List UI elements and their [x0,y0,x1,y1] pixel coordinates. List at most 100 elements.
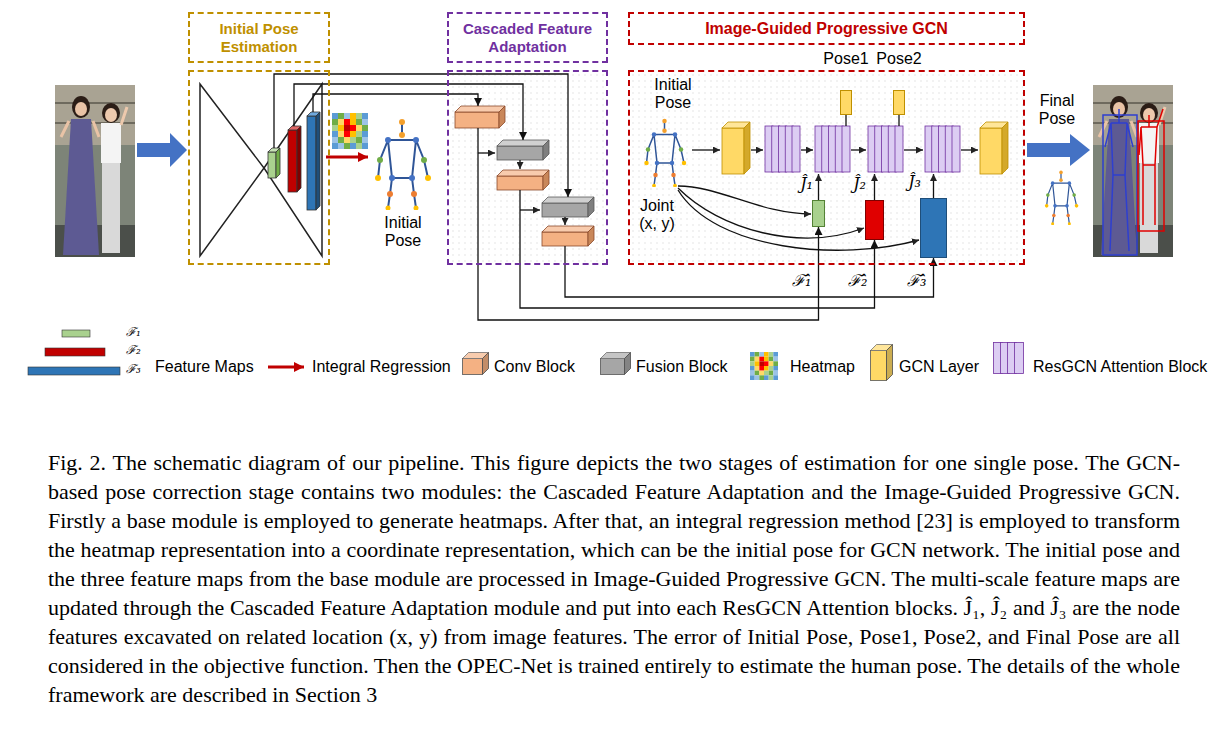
conv-block [499,106,505,128]
legend-swatch-part [1015,343,1024,374]
resgcn-attention-block [765,126,960,172]
resgcn-attention-block [895,126,903,172]
legend-text: Heatmap [790,357,855,377]
gcn-wire [692,149,720,150]
gcn-layer [744,122,750,174]
adaptation-wire [564,217,565,225]
output-photo [1093,85,1173,257]
feature-map [316,112,320,210]
region-texture [449,72,1023,263]
heatmap [332,113,368,149]
integral-regression-arrow [326,157,368,158]
legend-swatch-part [625,353,631,375]
joint-caption: Joint (x, y) [632,197,682,233]
legend-text: Conv Block [494,357,575,377]
figure-caption: Fig. 2. The schematic diagram of our pip… [48,448,1180,709]
gcn-layer [722,122,1008,174]
adaptation-wire [519,160,520,169]
legend-swatch-part [483,353,489,375]
gcn-wire [818,174,819,200]
gcn-wire [678,186,811,214]
input-photo [55,85,135,257]
stage-region: Initial Pose Estimation [188,70,330,265]
connector [330,74,568,197]
gcn-wire [678,188,864,238]
skeleton [1045,171,1078,226]
feature-map [276,148,280,178]
feature-map [297,126,301,192]
legend-text: Integral Regression [312,357,451,377]
conv-block [455,106,505,112]
feature-map [268,152,276,178]
conv-block [455,112,499,128]
skeleton [375,119,431,211]
gcn-wire [801,149,813,150]
hourglass-network [200,84,322,256]
output-photo [1105,109,1133,251]
adaptation-wire [564,246,565,265]
legend-integral-regression [268,367,304,368]
legend-swatch-part [601,359,625,375]
feature-wire [274,74,330,148]
region-heading: Initial Pose Estimation [188,12,330,63]
legend-text: GCN Layer [899,357,979,377]
adaptation-wire [520,209,540,210]
legend-swatch [870,344,894,382]
connector [478,227,819,320]
pose-output-box: Pose2 [893,90,905,115]
conv-block [497,176,543,190]
gcn-wire [898,115,899,126]
feature-map [288,130,297,192]
fusion-block [497,146,543,160]
feature-wire [294,84,330,126]
legend-swatch-part [887,345,893,381]
legend-text: ResGCN Attention Block [1033,357,1207,377]
conv-block [543,170,549,190]
legend-swatch-part [871,351,887,381]
legend-swatch-part [463,359,483,375]
adaptation-wire [478,128,565,265]
legend-feature-maps [62,330,90,337]
region-heading: Cascaded Feature Adaptation [447,12,608,63]
feature-map-symbol: ℱ₂ [126,343,141,357]
legend-swatch [993,342,1033,382]
node-feature-box: Ĵ₂ [865,200,884,240]
gcn-wire [851,149,866,150]
feature-map [268,112,320,210]
output-photo [1093,85,1173,257]
skeleton [375,119,1078,226]
gcn-wire [751,149,763,150]
legend-feature-maps [28,367,120,375]
conv-block [588,226,594,246]
flow-arrow [1027,134,1090,166]
adaptation-wire [519,190,520,265]
pose-label: Pose2 [876,50,921,68]
gcn-wire [904,149,923,150]
resgcn-attention-block [842,126,850,172]
gcn-layer [980,128,1002,174]
feature-wire [313,94,330,112]
connector [520,240,875,308]
stage-region: Cascaded Feature Adaptation [447,70,608,265]
legend-heatmap [750,352,778,380]
legend-swatch-part [887,345,893,381]
gcn-wire [961,149,978,150]
conv-block [542,232,588,246]
gcn-wire [874,174,875,200]
node-feature-label: Ĵ₁ [800,174,813,194]
flow-arrow [137,133,187,167]
fusion-block [542,197,594,203]
region-texture [630,72,1023,263]
pose-caption: Initial Pose [372,214,434,250]
gcn-layer [722,128,744,174]
connector [330,84,523,140]
node-feature-label: Ĵ₃ [908,172,921,192]
input-photo [55,85,135,257]
legend-swatch [600,352,632,376]
output-photo [1139,109,1163,225]
conv-block [497,170,549,176]
edge-label: ℱ̂₃ [906,271,927,291]
heatmap [332,113,368,149]
feature-map-symbol: ℱ₃ [126,362,141,376]
